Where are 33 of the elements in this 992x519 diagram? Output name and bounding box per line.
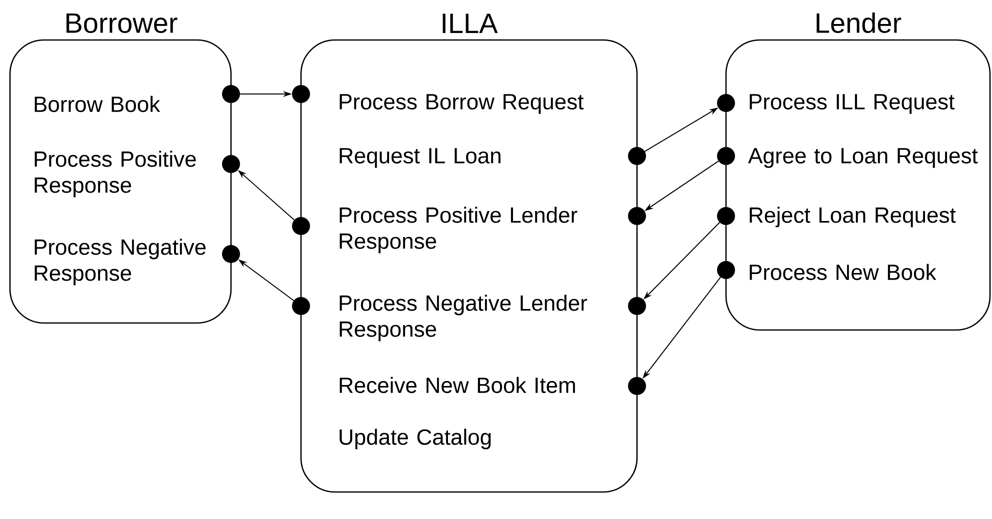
item-text: Reject Loan Request	[750, 206, 956, 228]
item-text: Request IL Loan	[340, 148, 500, 168]
swimlane-box	[300, 39, 638, 493]
lane-title: ILLA	[442, 14, 498, 33]
item-text: Process ILL Request	[750, 94, 954, 114]
item-text: Update Catalog	[340, 428, 491, 450]
port-dot	[717, 207, 735, 225]
port-dot	[628, 377, 646, 395]
item-text: Process Positive Response	[34, 150, 196, 198]
item-text: Borrow Book	[34, 96, 160, 112]
port-dot	[222, 85, 240, 103]
port-dot	[222, 245, 240, 263]
item-text: Process New Book	[750, 264, 936, 280]
port-dot	[222, 155, 240, 173]
port-dot	[717, 261, 735, 279]
item-text: Receive New Book Item	[340, 376, 575, 394]
swimlane-box	[9, 39, 232, 324]
item-text: Process Negative Response	[34, 238, 206, 286]
port-dot	[292, 297, 310, 315]
item-text: Process Negative Lender Response	[340, 294, 588, 342]
port-dot	[717, 147, 735, 165]
lane-title: Lender	[816, 12, 902, 33]
item-text: Agree to Loan Request	[748, 148, 978, 168]
port-dot	[292, 85, 310, 103]
port-dot	[628, 147, 646, 165]
port-dot	[628, 297, 646, 315]
port-dot	[717, 94, 735, 112]
lane-title: Borrower	[66, 13, 178, 33]
item-text: Process Positive Lender Response	[340, 206, 578, 254]
swimlane-box	[725, 39, 991, 331]
item-text: Process Borrow Request	[340, 94, 584, 114]
port-dot	[292, 217, 310, 235]
port-dot	[628, 207, 646, 225]
